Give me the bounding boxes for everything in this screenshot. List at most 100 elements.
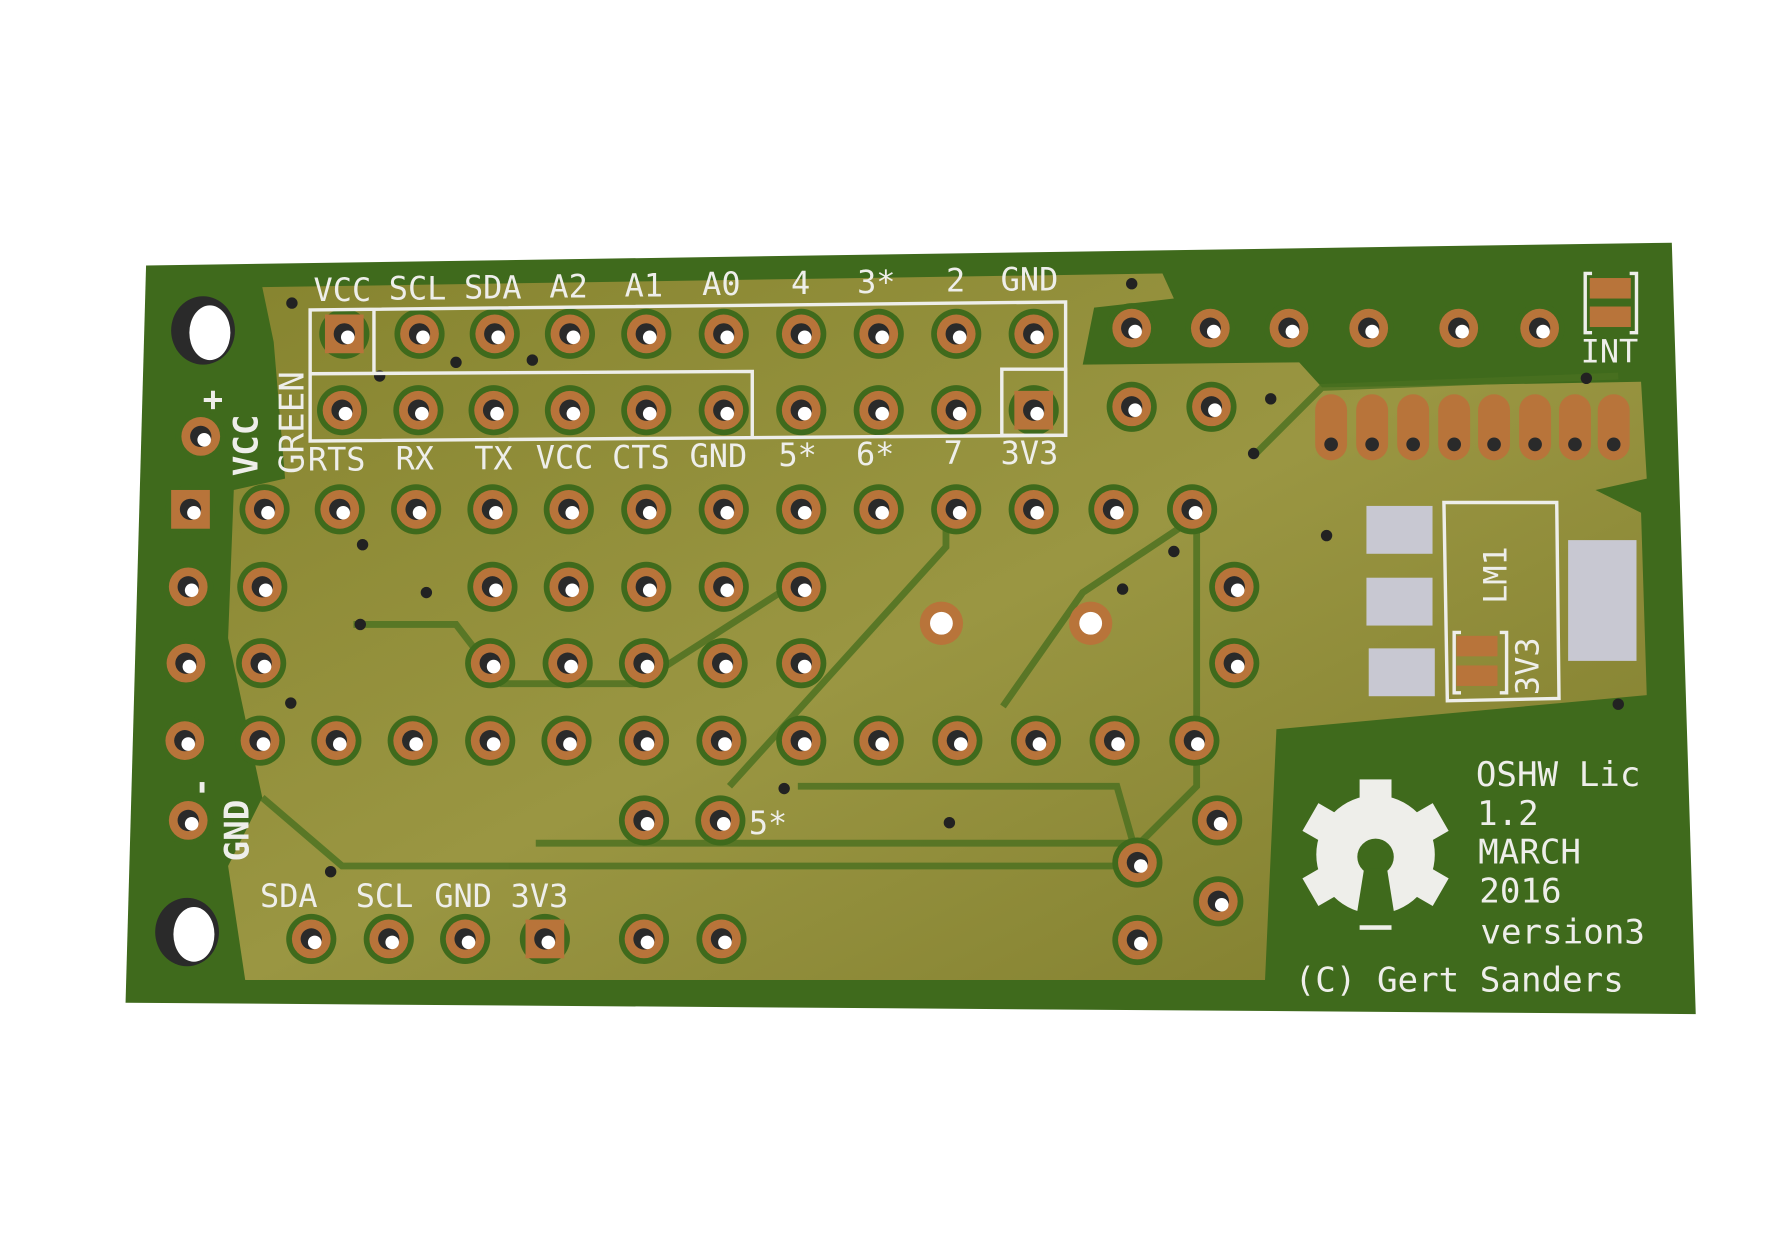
oval-pad	[1597, 394, 1630, 461]
drill-hole-light	[415, 406, 429, 421]
drill-hole-light	[952, 406, 967, 421]
drill-hole-light	[797, 583, 812, 598]
side-labels: VCC + GREEN GND -	[181, 371, 312, 861]
via	[1116, 583, 1129, 595]
drill-hole-light	[1030, 406, 1044, 421]
oval-pad-hole	[1568, 437, 1582, 452]
drill-hole-light	[1214, 897, 1229, 912]
drill-hole-light	[797, 406, 812, 421]
drill-hole-light	[412, 505, 427, 520]
drill-hole-light	[1285, 324, 1300, 339]
drill-hole-light	[184, 583, 199, 598]
drill-hole-light	[719, 659, 733, 674]
pads	[155, 278, 1637, 967]
smd-pad	[1366, 577, 1433, 626]
via	[1580, 372, 1593, 385]
label-5star: 5*	[778, 436, 816, 474]
label-rx: RX	[396, 439, 434, 477]
drill-hole-light	[642, 330, 657, 345]
drill-hole-light	[642, 406, 657, 421]
label-a0: A0	[702, 265, 740, 303]
label-reg-3v3: 3V3	[1508, 637, 1546, 695]
drill-hole-light	[261, 505, 275, 520]
label-gnd: GND	[1001, 261, 1059, 299]
license-line-2: 1.2	[1477, 794, 1539, 834]
smd-small-pad	[1589, 306, 1631, 328]
drill-hole-light	[1365, 324, 1379, 339]
drill-hole-light	[720, 505, 734, 520]
drill-hole-light	[1134, 859, 1148, 873]
drill-hole-light	[1230, 583, 1245, 598]
drill-hole-light	[565, 505, 580, 520]
drill-hole-light	[1128, 324, 1142, 339]
via	[943, 817, 956, 829]
label-7: 7	[944, 434, 963, 472]
label-3v3: 3V3	[1001, 434, 1059, 472]
via	[324, 865, 337, 878]
drill-hole-light	[338, 406, 353, 421]
drill-hole-light	[797, 330, 812, 345]
drill-hole-light	[1206, 324, 1221, 339]
label-minus: -	[181, 777, 221, 798]
label-vcc: VCC	[314, 271, 372, 309]
label-a1: A1	[625, 266, 663, 304]
drill-hole-light	[416, 330, 430, 345]
label-plus: +	[193, 390, 233, 411]
license-text: OSHW Lic 1.2 MARCH 2016 version3 (C) Ger…	[1295, 755, 1645, 1000]
drill-hole-light	[952, 505, 967, 520]
drill-hole-light	[258, 583, 273, 598]
via	[1265, 393, 1277, 405]
via	[285, 697, 297, 709]
label-5star-lower: 5*	[749, 804, 787, 842]
via	[778, 782, 790, 795]
via	[1247, 447, 1260, 460]
drill-hole-light	[564, 659, 578, 674]
smd-small-pad	[1589, 278, 1631, 299]
drill-hole-light	[875, 330, 889, 345]
oval-pad	[1559, 394, 1591, 461]
drill-hole-light	[491, 330, 505, 345]
drill-hole-light	[340, 330, 355, 345]
label-bottom-sda: SDA	[260, 877, 318, 915]
smd-pad	[1368, 648, 1435, 697]
label-bottom-3v3: 3V3	[511, 877, 569, 915]
drill-hole-light	[875, 406, 889, 421]
drill-hole-light	[1030, 505, 1044, 520]
drill-hole-light	[184, 817, 199, 831]
license-line-5: version3	[1480, 912, 1645, 952]
drill-hole-light	[1188, 505, 1203, 520]
oval-pad	[1356, 394, 1389, 461]
oval-pad-hole	[1324, 437, 1338, 452]
drill-hole-light	[1111, 737, 1125, 751]
oval-pad-hole	[1447, 437, 1462, 452]
license-line-1: OSHW Lic	[1476, 755, 1641, 795]
oval-pad	[1438, 394, 1471, 461]
drill-hole-light	[642, 505, 657, 520]
drill-hole-light	[1032, 737, 1047, 751]
drill-hole-light	[1134, 936, 1148, 951]
license-line-4: 2016	[1479, 871, 1561, 911]
label-4: 4	[791, 264, 810, 302]
drill-hole-light	[257, 659, 272, 674]
header-bottom-labels: RTS RX TX VCC CTS GND 5* 6* 7 3V3	[308, 434, 1058, 479]
drill-hole-light	[489, 583, 503, 598]
label-3star: 3*	[857, 263, 895, 301]
label-lm1: LM1	[1477, 546, 1515, 604]
large-pad-hole	[930, 611, 953, 635]
drill-hole-light	[640, 817, 655, 831]
copyright: (C) Gert Sanders	[1295, 960, 1624, 1000]
drill-hole-light	[486, 659, 501, 674]
drill-hole-light	[181, 737, 196, 751]
drill-hole-light	[720, 583, 734, 598]
drill-hole-light	[490, 406, 504, 421]
drill-hole-light	[720, 406, 734, 421]
oval-pad	[1478, 394, 1511, 461]
label-int: INT	[1581, 332, 1639, 370]
via	[356, 538, 369, 551]
drill-hole-light	[1536, 324, 1550, 339]
oval-pad-hole	[1406, 437, 1420, 452]
drill-hole-light	[875, 505, 889, 520]
drill-hole-light	[461, 935, 476, 950]
drill-hole-light	[256, 737, 271, 751]
drill-hole-light	[187, 505, 201, 520]
